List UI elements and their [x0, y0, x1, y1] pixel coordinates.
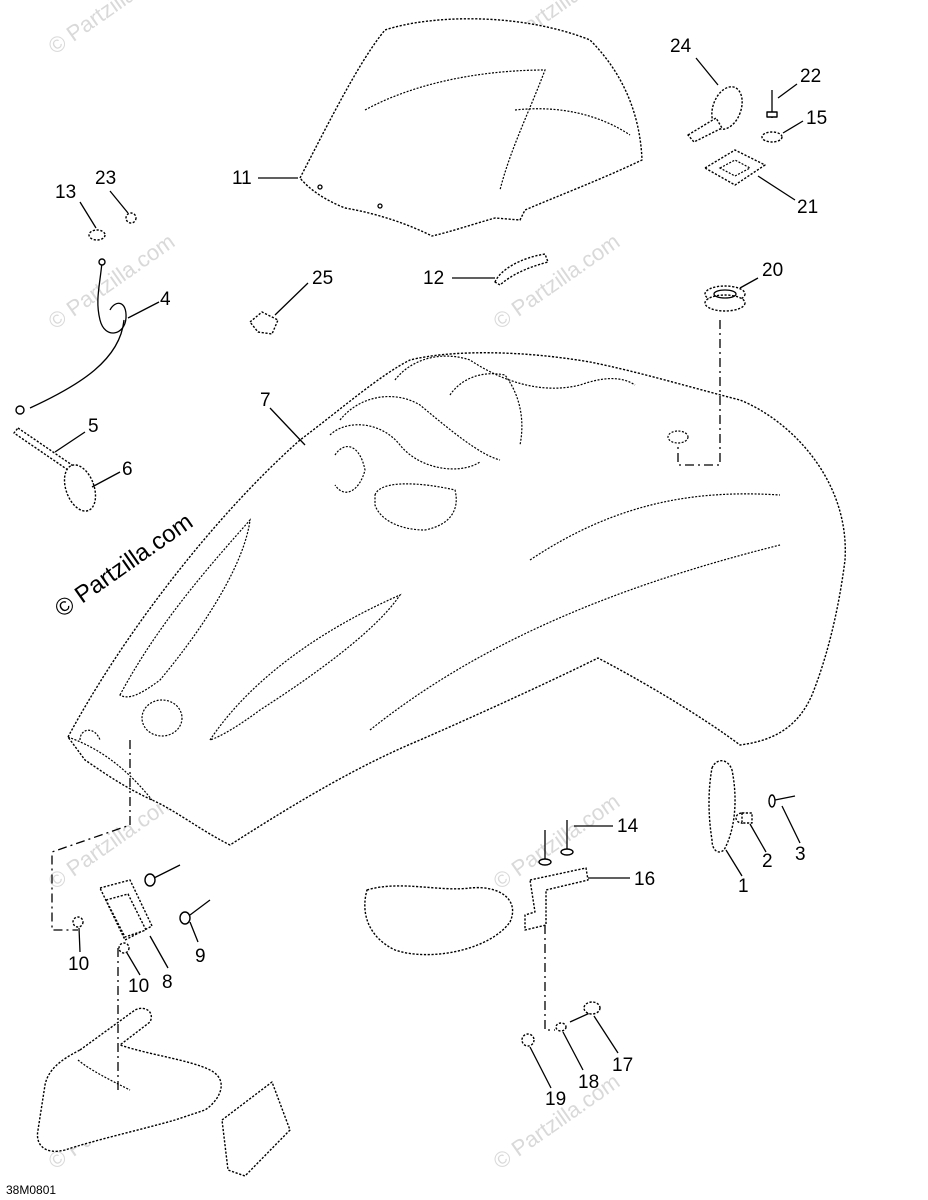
clip-part[interactable] — [249, 311, 279, 335]
callout-10-left: 10 — [68, 954, 89, 975]
nut-lower-part[interactable] — [118, 942, 130, 954]
clip-mount-part[interactable] — [704, 149, 766, 186]
strap-part[interactable] — [494, 253, 549, 286]
callout-23: 23 — [95, 168, 116, 189]
lanyard-part[interactable] — [15, 258, 127, 415]
seat-pad-part — [364, 885, 514, 956]
grommet-part[interactable] — [704, 285, 746, 312]
spacer-part[interactable] — [735, 812, 753, 824]
lock-washer-part[interactable] — [88, 229, 106, 241]
callout-6: 6 — [122, 459, 133, 480]
callout-12: 12 — [423, 268, 444, 289]
callout-15: 15 — [806, 108, 827, 129]
callout-22: 22 — [800, 66, 821, 87]
callout-25: 25 — [312, 268, 333, 289]
callout-11: 11 — [232, 168, 252, 189]
hex-nut-part[interactable] — [521, 1033, 535, 1047]
callout-17: 17 — [612, 1055, 633, 1076]
cabin-hood-part[interactable] — [67, 352, 846, 846]
callout-2: 2 — [762, 851, 773, 872]
callout-18: 18 — [578, 1072, 599, 1093]
nut-left-part[interactable] — [72, 916, 84, 928]
watermark: © Partzilla.com — [44, 229, 180, 335]
callout-10-lower: 10 — [128, 976, 149, 997]
assembly-guide-lines — [51, 320, 721, 1090]
watermark: © Partzilla.com — [44, 0, 180, 59]
screw-pair-part[interactable] — [144, 864, 211, 925]
callout-21: 21 — [797, 197, 818, 218]
callout-13: 13 — [55, 182, 76, 203]
callout-1: 1 — [738, 876, 749, 897]
bolt-part[interactable] — [569, 1001, 601, 1023]
nut-part[interactable] — [125, 212, 137, 224]
callout-labels: 1 2 3 4 5 6 7 8 9 10 10 11 12 13 14 15 1… — [55, 36, 827, 1110]
washer-part[interactable] — [761, 131, 783, 143]
watermark: © Partzilla.com — [489, 229, 625, 335]
screw-part[interactable] — [766, 90, 778, 118]
callout-8: 8 — [162, 972, 173, 993]
callout-3: 3 — [795, 844, 806, 865]
windshield-part[interactable] — [299, 18, 643, 237]
watermark: © Partzilla.com — [44, 789, 180, 895]
bracket-part[interactable] — [524, 867, 589, 931]
callout-24: 24 — [670, 36, 692, 57]
bumper-part[interactable] — [36, 1007, 291, 1177]
rubber-trim-part[interactable] — [708, 760, 736, 853]
callout-5: 5 — [88, 416, 99, 437]
callout-9: 9 — [195, 946, 206, 967]
callout-20: 20 — [762, 260, 783, 281]
drawing-code: 38M0801 — [6, 1183, 56, 1197]
callout-19: 19 — [545, 1089, 566, 1110]
callout-16: 16 — [634, 869, 655, 890]
leader-lines — [54, 57, 804, 1089]
spring-washer-part[interactable] — [555, 1022, 567, 1032]
rivet-pair-part[interactable] — [538, 820, 574, 866]
pin-part[interactable] — [13, 427, 73, 471]
hinge-part[interactable] — [99, 879, 153, 941]
callout-7: 7 — [260, 390, 271, 411]
cable-tie-part[interactable] — [687, 83, 748, 143]
callout-4: 4 — [160, 289, 171, 310]
callout-14: 14 — [617, 816, 639, 837]
rivet-part[interactable] — [768, 794, 796, 808]
ring-part[interactable] — [59, 461, 102, 516]
watermark: © Partzilla.com — [489, 1069, 625, 1175]
